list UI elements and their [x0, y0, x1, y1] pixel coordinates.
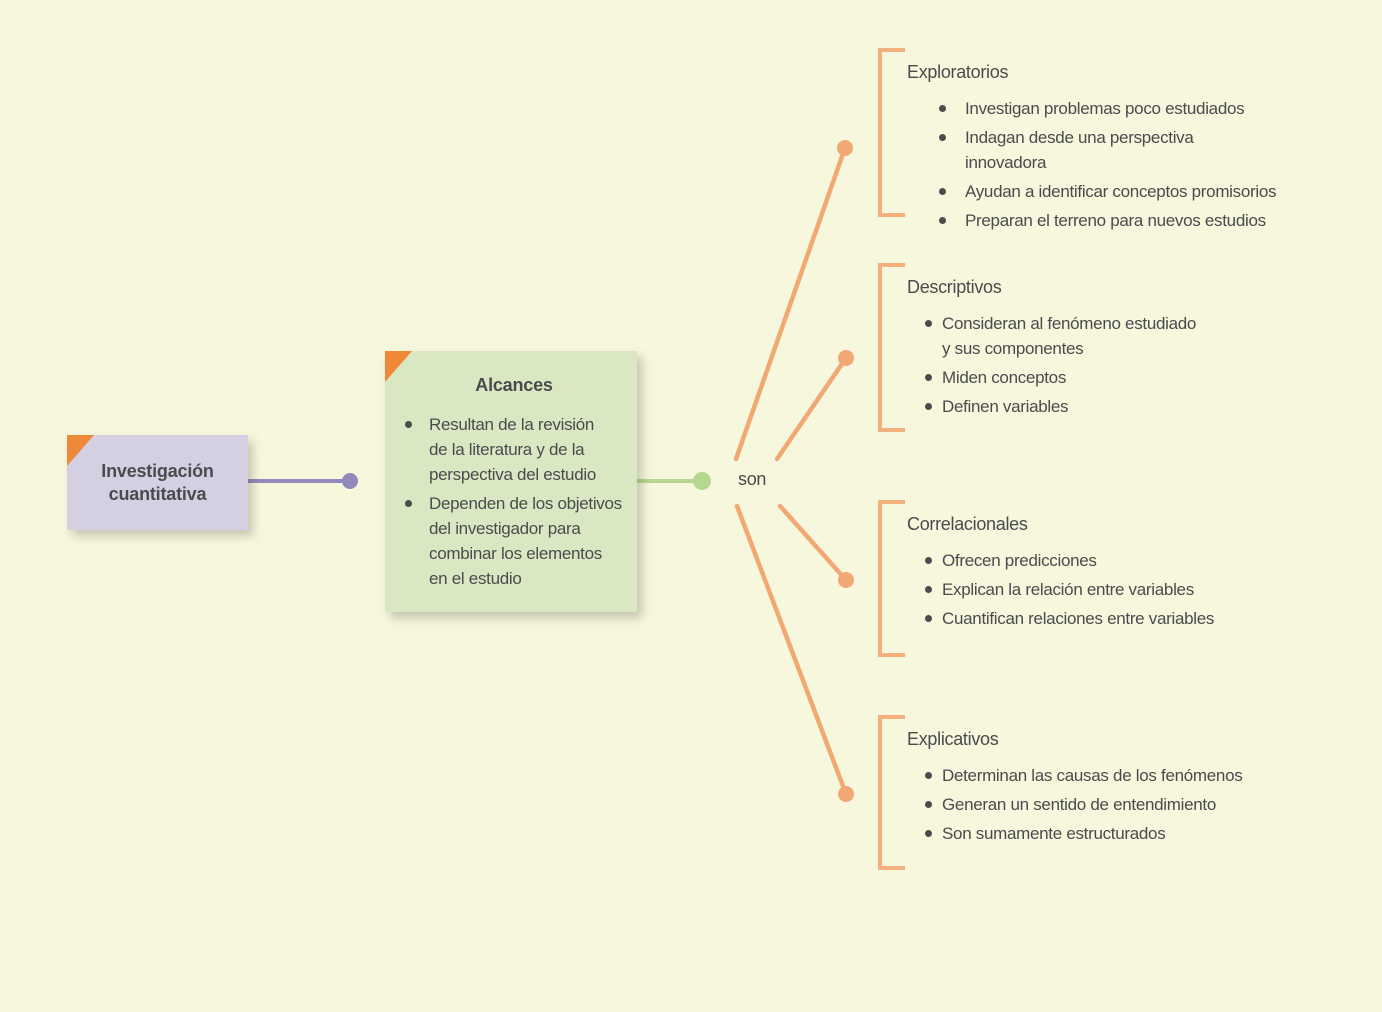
bullet-icon	[925, 403, 932, 410]
bullet-item: Preparan el terreno para nuevos estudios	[939, 208, 1278, 233]
branch-title: Exploratorios	[907, 62, 1009, 82]
bullet-icon	[939, 217, 946, 224]
bullet-item: Investigan problemas poco estudiados	[939, 96, 1278, 121]
branch-dot-correlacionales	[838, 572, 854, 588]
branch-dot-descriptivos	[838, 350, 854, 366]
branch-dot-explicativos	[838, 786, 854, 802]
branch-group-exploratorios: Exploratorios Investigan problemas poco …	[878, 48, 1278, 230]
bullet-item: Dependen de los objetivos del investigad…	[405, 491, 623, 591]
bullet-icon	[939, 134, 946, 141]
branch-dot-exploratorios	[837, 140, 853, 156]
bullet-item: Determinan las causas de los fenómenos	[925, 763, 1278, 788]
bullet-item: Cuantifican relaciones entre variables	[925, 606, 1278, 631]
bullet-item: Indagan desde una perspectiva innovadora	[939, 125, 1278, 175]
bullet-icon	[939, 188, 946, 195]
bullet-icon	[939, 105, 946, 112]
branch-group-descriptivos: Descriptivos Consideran al fenómeno estu…	[878, 263, 1278, 432]
bullet-icon	[925, 557, 932, 564]
bullet-item: Ayudan a identificar conceptos promisori…	[939, 179, 1278, 204]
branch-line-correlacionales	[777, 503, 849, 583]
alcances-bullets: Resultan de la revisión de la literatura…	[405, 412, 623, 591]
alcances-title: Alcances	[475, 375, 553, 395]
bullet-item: Resultan de la revisión de la literatura…	[405, 412, 623, 487]
root-label: Investigación cuantitativa	[101, 460, 214, 504]
branch-line-explicativos	[734, 503, 849, 797]
bullet-icon	[925, 615, 932, 622]
branch-line-descriptivos	[774, 355, 849, 462]
root-connector-dot	[342, 473, 358, 489]
bullet-item: Miden conceptos	[925, 365, 1278, 390]
branch-bullets: Consideran al fenómeno estudiado y sus c…	[907, 311, 1278, 419]
connector-label-son: son	[738, 469, 767, 489]
bullet-item: Explican la relación entre variables	[925, 577, 1278, 602]
bullet-icon	[405, 500, 412, 507]
bullet-item: Son sumamente estructurados	[925, 821, 1278, 846]
bracket-icon	[878, 48, 905, 217]
bullet-icon	[925, 772, 932, 779]
bullet-item: Definen variables	[925, 394, 1278, 419]
branch-title: Descriptivos	[907, 277, 1002, 297]
bullet-item: Ofrecen predicciones	[925, 548, 1278, 573]
bullet-icon	[405, 421, 412, 428]
bullet-item: Consideran al fenómeno estudiado y sus c…	[925, 311, 1278, 361]
bracket-icon	[878, 500, 905, 657]
bullet-icon	[925, 320, 932, 327]
branch-title: Explicativos	[907, 729, 999, 749]
corner-triangle-icon	[67, 435, 94, 466]
bullet-icon	[925, 801, 932, 808]
center-connector-dot	[693, 472, 711, 490]
bullet-icon	[925, 586, 932, 593]
branch-line-exploratorios	[733, 145, 848, 462]
bullet-icon	[925, 830, 932, 837]
alcances-node: Alcances Resultan de la revisión de la l…	[385, 351, 637, 612]
bracket-icon	[878, 715, 905, 870]
bullet-icon	[925, 374, 932, 381]
bracket-icon	[878, 263, 905, 432]
corner-triangle-icon	[385, 351, 412, 382]
branch-group-explicativos: Explicativos Determinan las causas de lo…	[878, 715, 1278, 870]
root-node: Investigación cuantitativa	[67, 435, 248, 530]
bullet-item: Generan un sentido de entendimiento	[925, 792, 1278, 817]
branch-title: Correlacionales	[907, 514, 1028, 534]
